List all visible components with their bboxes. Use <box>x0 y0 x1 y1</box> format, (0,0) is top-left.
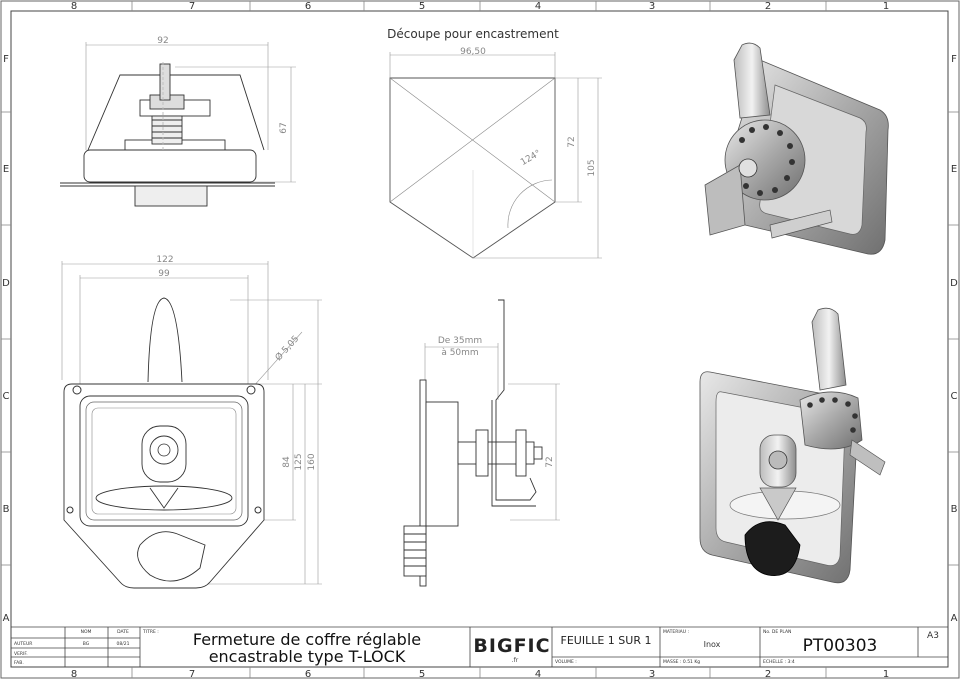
svg-text:D: D <box>950 278 958 289</box>
svg-text:1: 1 <box>883 1 889 12</box>
svg-text:B: B <box>951 504 958 515</box>
cutout-view: Découpe pour encastrement 96,50 124° 72 … <box>387 27 602 259</box>
svg-text:FAB.: FAB. <box>14 660 24 666</box>
dim-160: 160 <box>307 453 317 470</box>
dim-84: 84 <box>282 456 292 468</box>
svg-text:VOLUME :: VOLUME : <box>555 659 577 665</box>
svg-text:F: F <box>951 54 957 65</box>
zone-labels-right: F E D C B A <box>950 54 958 624</box>
dim-67: 67 <box>279 122 289 133</box>
drawing-title-line1: Fermeture de coffre réglable <box>193 630 421 649</box>
svg-text:B: B <box>3 504 10 515</box>
svg-text:3: 3 <box>649 669 655 679</box>
dim-72-cutout: 72 <box>567 136 577 147</box>
material-value: Inox <box>704 640 721 649</box>
svg-text:ECHELLE : 3:4: ECHELLE : 3:4 <box>763 659 795 665</box>
dim-depth-1: De 35mm <box>438 336 482 346</box>
dim-72-side: 72 <box>545 456 555 467</box>
svg-text:7: 7 <box>189 669 195 679</box>
svg-text:A: A <box>3 613 10 624</box>
dim-122: 122 <box>156 255 173 265</box>
dim-99: 99 <box>158 269 170 279</box>
svg-text:E: E <box>951 164 957 175</box>
svg-text:AUTEUR: AUTEUR <box>14 641 32 647</box>
sheet-count: FEUILLE 1 SUR 1 <box>561 634 652 647</box>
dim-124-angle: 124° <box>519 149 543 169</box>
svg-text:NOM: NOM <box>81 629 92 635</box>
zone-labels-bottom: 8 7 6 5 4 3 2 1 <box>71 669 889 680</box>
svg-text:TITRE :: TITRE : <box>142 629 159 635</box>
svg-text:8: 8 <box>71 1 77 12</box>
svg-text:3: 3 <box>649 1 655 12</box>
svg-text:5: 5 <box>419 1 425 12</box>
cutout-title: Découpe pour encastrement <box>387 27 559 41</box>
drawing-title-line2: encastrable type T-LOCK <box>209 647 406 666</box>
svg-text:6: 6 <box>305 1 311 12</box>
paper-format: A3 <box>927 631 939 641</box>
dim-92: 92 <box>157 36 168 46</box>
svg-text:5: 5 <box>419 669 425 679</box>
dim-96-50: 96,50 <box>460 47 486 57</box>
svg-text:2: 2 <box>765 1 771 12</box>
svg-text:4: 4 <box>535 669 541 679</box>
svg-text:7: 7 <box>189 1 195 12</box>
svg-text:MASSE : 0.51 Kg: MASSE : 0.51 Kg <box>663 659 700 665</box>
svg-text:08/21: 08/21 <box>117 641 130 647</box>
zone-labels-left: F E D C B A <box>2 54 10 624</box>
zone-labels-top: 8 7 6 5 4 3 2 1 <box>71 1 889 12</box>
title-block: NOM DATE TITRE : AUTEUR BG 08/21 VERIF. … <box>11 626 948 667</box>
front-view: 122 99 Ø 5,05 84 125 160 <box>61 255 322 589</box>
svg-text:E: E <box>3 164 9 175</box>
svg-text:8: 8 <box>71 669 77 679</box>
dim-105: 105 <box>587 159 597 176</box>
svg-text:C: C <box>3 391 10 402</box>
svg-text:DATE: DATE <box>117 629 129 635</box>
top-view: 92 67 <box>60 36 296 207</box>
svg-text:D: D <box>2 278 10 289</box>
svg-text:BG: BG <box>83 641 90 647</box>
svg-text:6: 6 <box>305 669 311 679</box>
svg-text:F: F <box>3 54 9 65</box>
svg-text:A: A <box>951 613 958 624</box>
svg-text:1: 1 <box>883 669 889 679</box>
svg-text:4: 4 <box>535 1 541 12</box>
dim-125: 125 <box>294 453 304 470</box>
bigfic-logo-suffix: .fr <box>512 657 519 664</box>
isometric-view-back <box>704 42 889 255</box>
svg-text:MATERIAU :: MATERIAU : <box>663 629 689 635</box>
dim-depth-2: à 50mm <box>441 348 478 358</box>
dim-hole: Ø 5,05 <box>273 334 301 364</box>
svg-text:VERIF.: VERIF. <box>14 651 28 657</box>
svg-text:2: 2 <box>765 669 771 679</box>
svg-text:No. DE PLAN: No. DE PLAN <box>763 629 791 635</box>
side-view: De 35mm à 50mm 72 <box>403 299 560 587</box>
svg-text:C: C <box>951 391 958 402</box>
isometric-view-front <box>699 307 886 584</box>
plan-number: PT00303 <box>803 636 878 656</box>
bigfic-logo: BIGFIC <box>473 635 550 657</box>
